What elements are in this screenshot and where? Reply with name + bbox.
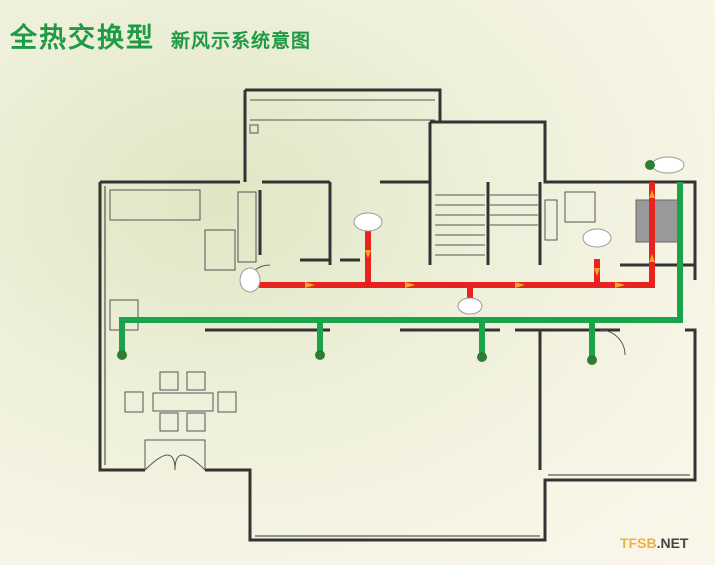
exhaust-duct: [259, 182, 655, 303]
watermark-part1: TFSB: [620, 535, 657, 551]
title-sub: 新风示系统意图: [171, 30, 312, 52]
flow-arrows: [305, 190, 655, 288]
title-main: 全热交换型: [10, 23, 155, 54]
ducts: [119, 182, 683, 358]
supply-duct: [119, 182, 683, 358]
supply-diffusers: [117, 160, 655, 365]
watermark-part2: .NET: [656, 535, 689, 551]
heat-exchanger-unit: [635, 199, 681, 243]
diagram-title: 全热交换型 新风示系统意图: [10, 16, 311, 55]
walls: [98, 88, 697, 542]
exhaust-vents: [239, 156, 685, 315]
watermark: TFSB.NET: [620, 535, 688, 551]
